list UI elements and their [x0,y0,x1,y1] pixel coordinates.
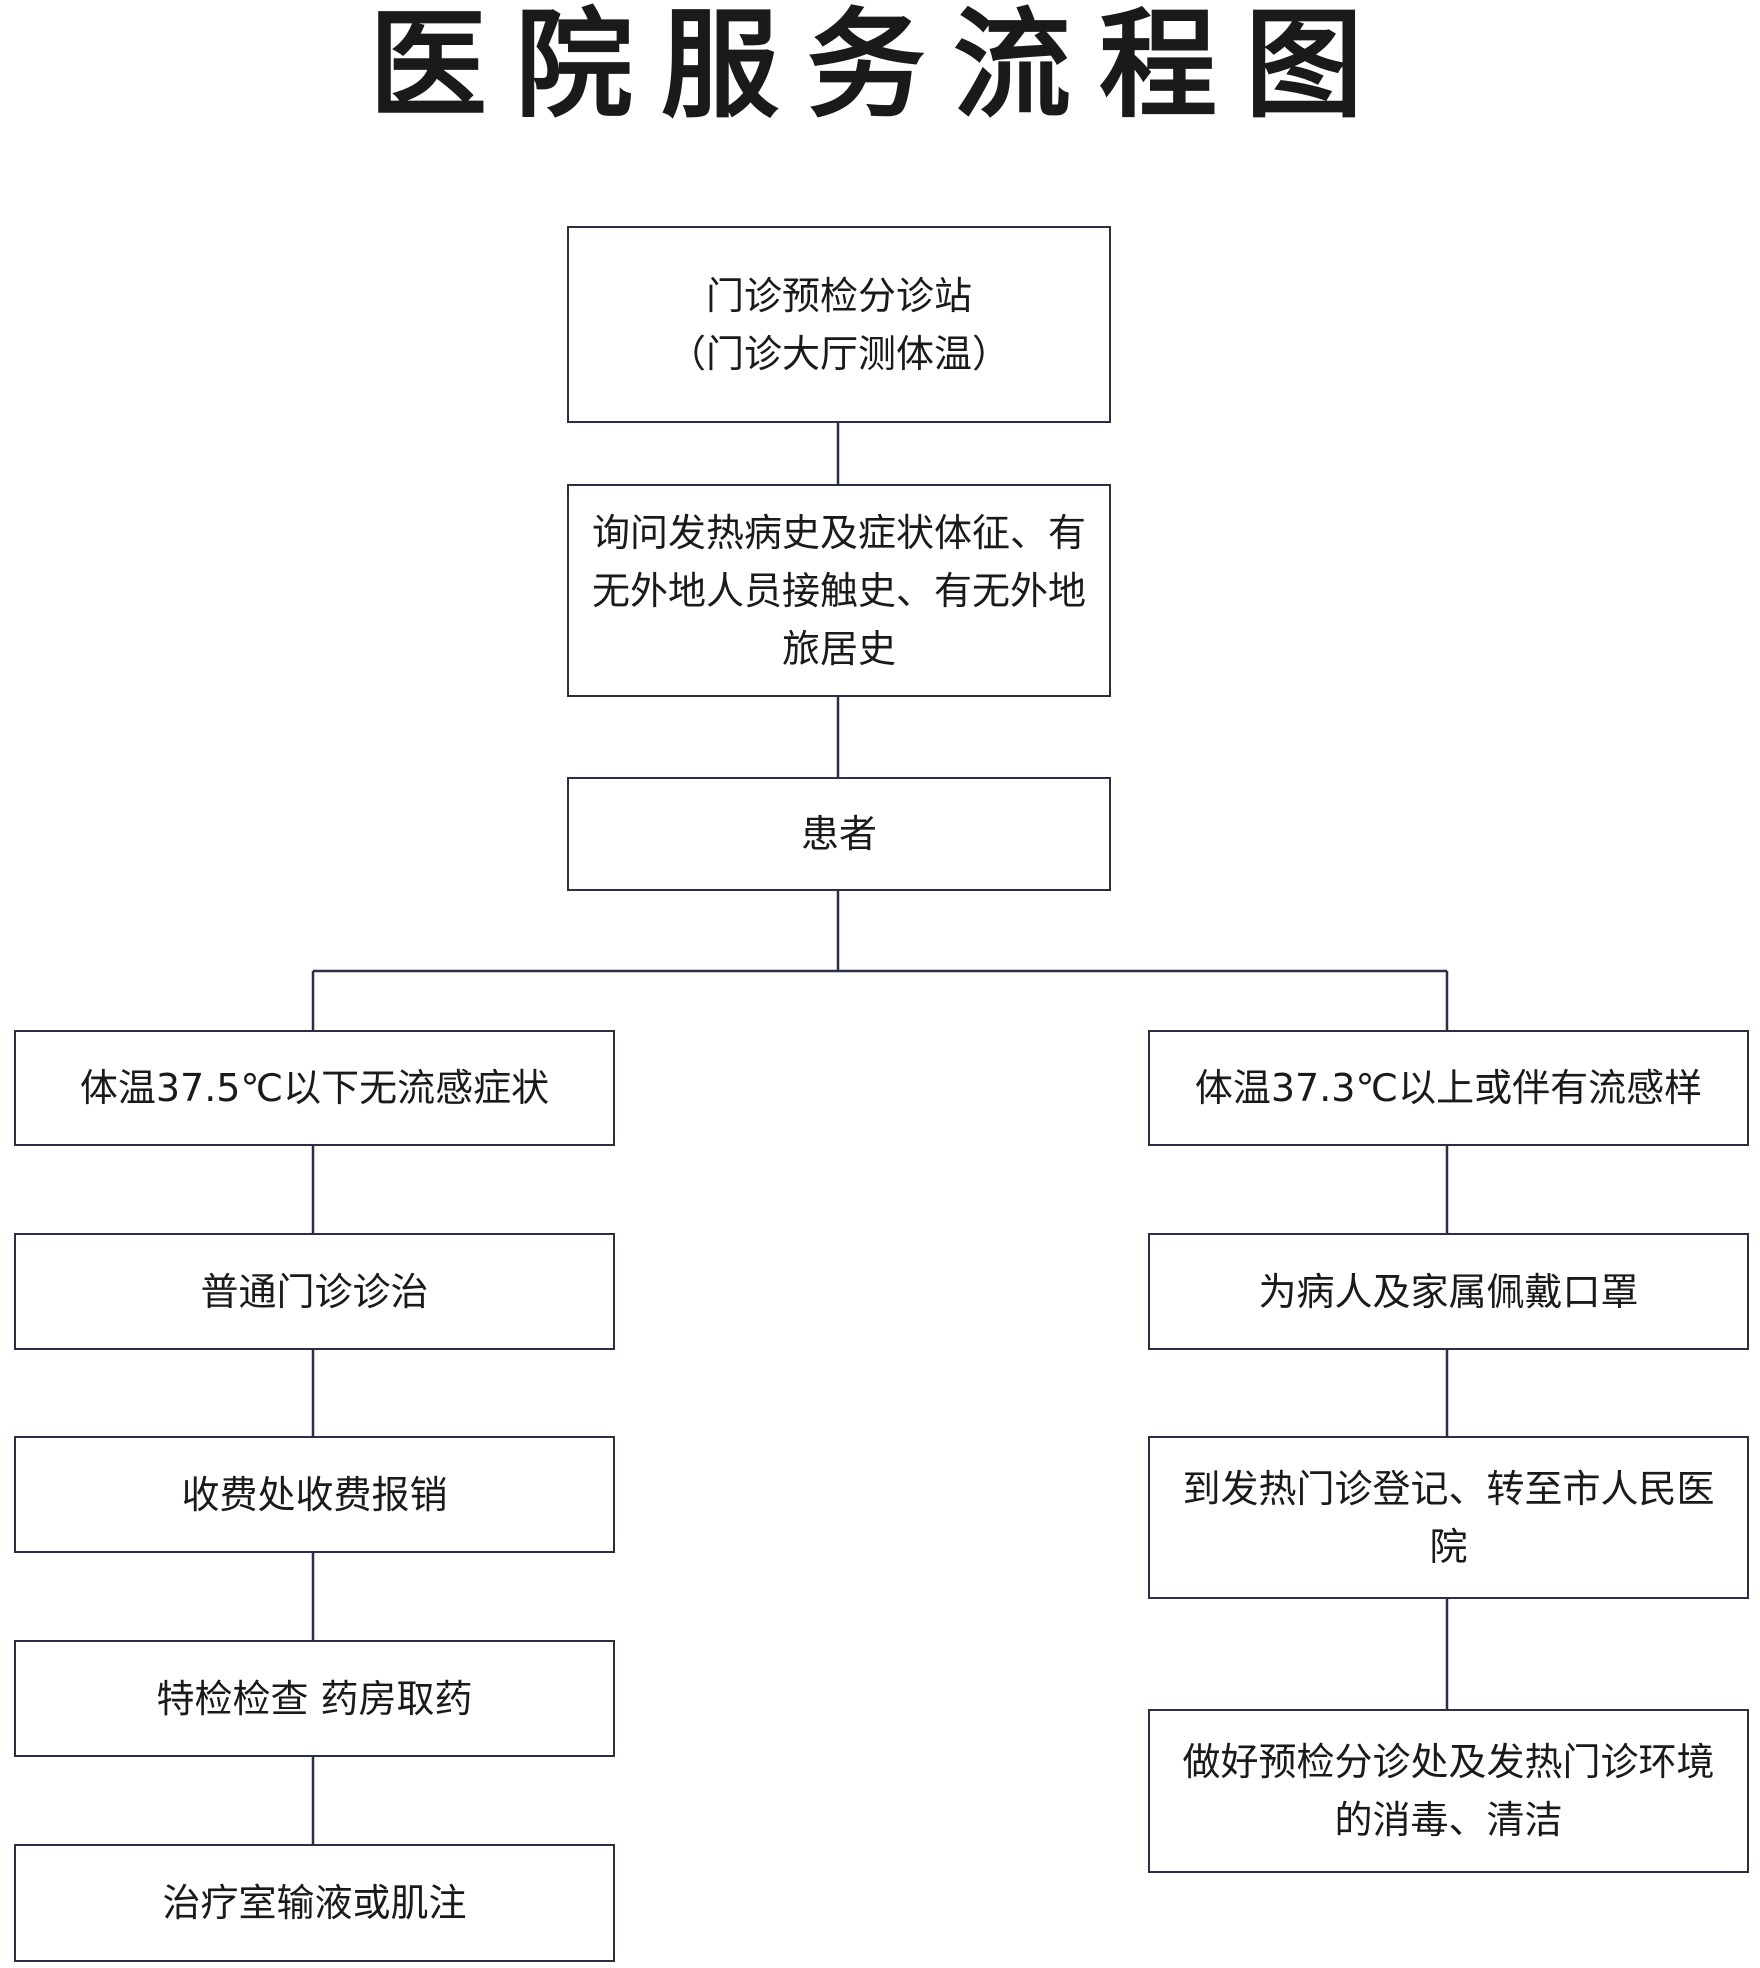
node-right-step-2-label: 到发热门诊登记、转至市人民医 院 [1182,1466,1715,1569]
node-left-step-3-label: 特检检查 药房取药 [156,1676,473,1721]
node-right-step-1-label: 为病人及家属佩戴口罩 [1258,1269,1639,1314]
node-left-step-1-label: 普通门诊诊治 [200,1269,429,1314]
node-left-step-3: 特检检查 药房取药 [14,1640,615,1757]
node-patient: 患者 [567,777,1111,891]
node-left-step-4-label: 治疗室输液或肌注 [162,1881,467,1925]
node-right-step-3: 做好预检分诊处及发热门诊环境 的消毒、清洁 [1148,1709,1749,1873]
node-triage-station-label: 门诊预检分诊站 （门诊大厅测体温） [667,273,1010,376]
node-right-condition: 体温37.3℃以上或伴有流感样 [1148,1030,1749,1146]
node-left-step-1: 普通门诊诊治 [14,1233,615,1350]
node-right-step-1: 为病人及家属佩戴口罩 [1148,1233,1749,1350]
node-left-step-4: 治疗室输液或肌注 [14,1844,615,1962]
node-left-condition-label: 体温37.5℃以下无流感症状 [79,1066,550,1110]
node-triage-station: 门诊预检分诊站 （门诊大厅测体温） [567,226,1111,423]
node-left-step-2-label: 收费处收费报销 [181,1472,448,1517]
node-inquiry-label: 询问发热病史及症状体征、有 无外地人员接触史、有无外地 旅居史 [591,510,1086,671]
node-left-step-2: 收费处收费报销 [14,1436,615,1553]
node-patient-label: 患者 [800,812,877,856]
node-right-condition-label: 体温37.3℃以上或伴有流感样 [1194,1066,1703,1110]
node-right-step-2: 到发热门诊登记、转至市人民医 院 [1148,1436,1749,1599]
node-right-step-3-label: 做好预检分诊处及发热门诊环境 的消毒、清洁 [1182,1740,1715,1842]
node-inquiry: 询问发热病史及症状体征、有 无外地人员接触史、有无外地 旅居史 [567,484,1111,697]
diagram-title: 医院服务流程图 [368,0,1391,134]
node-left-condition: 体温37.5℃以下无流感症状 [14,1030,615,1146]
